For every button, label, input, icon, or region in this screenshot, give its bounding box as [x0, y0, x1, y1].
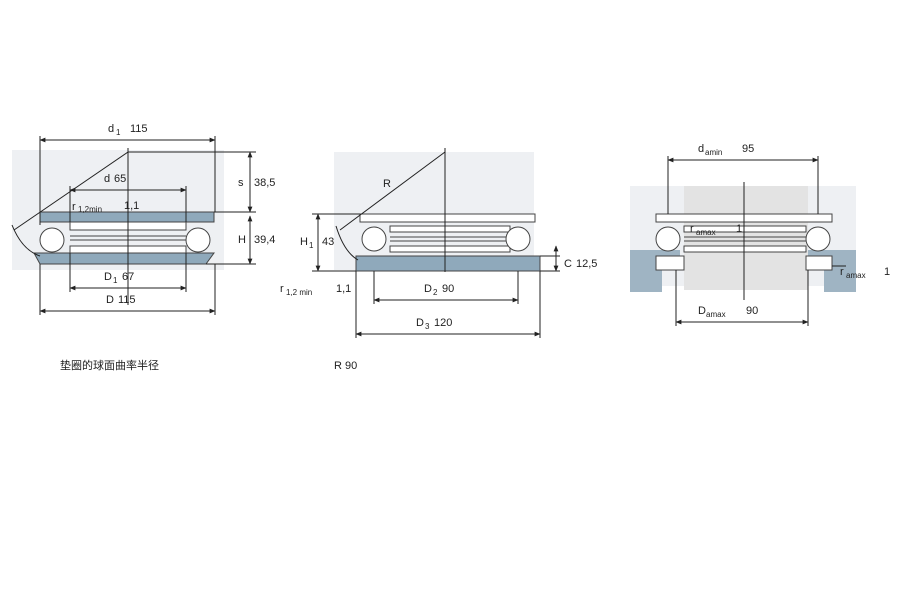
middle-seat-ring: [355, 255, 541, 272]
right-da-sub: amin: [705, 148, 722, 157]
middle-r-sub: 1,2 min: [286, 288, 312, 297]
middle-H1-sub: 1: [309, 241, 314, 250]
middle-D2-label: D: [424, 283, 432, 295]
right-ra2-value: 1: [884, 266, 890, 278]
middle-D3-sub: 3: [425, 322, 430, 331]
middle-D3-value: 120: [434, 317, 452, 329]
left-sphere-arc: [11, 224, 41, 257]
right-washer-inner: [683, 225, 807, 233]
middle-washer-inner: [389, 225, 511, 233]
right-ball-right: [805, 226, 831, 252]
middle-shaft-washer: [359, 213, 536, 223]
left-D-label: D: [106, 294, 114, 306]
right-da-value: 95: [742, 143, 754, 155]
middle-radius-line: [339, 151, 446, 231]
left-view: d 1 115 d 65 r 1,2min 1,1 s 38,5 H 39,4 …: [11, 123, 275, 372]
right-ball-left: [655, 226, 681, 252]
left-r-value: 1,1: [124, 200, 139, 212]
left-r-label: r: [72, 201, 76, 213]
left-d1-label: d: [108, 123, 114, 135]
middle-D2-value: 90: [442, 283, 454, 295]
middle-r-label: r: [280, 283, 284, 295]
left-H-label: H: [238, 234, 246, 246]
middle-C-value: 12,5: [576, 258, 597, 270]
right-ra2-sub: amax: [846, 271, 866, 280]
right-seat-right: [805, 255, 833, 271]
middle-C-label: C: [564, 258, 572, 270]
left-r-sub: 1,2min: [78, 205, 102, 214]
middle-view: R H 1 43 C 12,5 r 1,2 min 1,1 D 2 90 D 3…: [280, 148, 597, 372]
middle-ball-left: [361, 226, 387, 252]
right-Da-label: D: [698, 305, 706, 317]
right-ra2-label: r: [840, 266, 844, 278]
middle-D2-sub: 2: [433, 288, 438, 297]
middle-housing-washer: [389, 245, 511, 253]
left-s-label: s: [238, 177, 244, 189]
middle-R-label: R: [383, 178, 391, 190]
left-D-value: 115: [118, 294, 136, 306]
middle-ball-right: [505, 226, 531, 252]
middle-H1-label: H: [300, 236, 308, 248]
middle-r-value: 1,1: [336, 283, 351, 295]
left-D1-value: 67: [122, 271, 134, 283]
right-shaft: [684, 186, 808, 290]
right-seat-left: [655, 255, 685, 271]
middle-sphere-arc: [335, 225, 359, 261]
left-d1-value: 115: [130, 123, 148, 135]
left-D1-label: D: [104, 271, 112, 283]
middle-H1-value: 43: [322, 236, 334, 248]
left-d1-sub: 1: [116, 128, 121, 137]
left-ball-left: [39, 227, 65, 253]
left-s-value: 38,5: [254, 177, 275, 189]
left-d-value: 65: [114, 173, 126, 185]
right-da-label: d: [698, 143, 704, 155]
middle-D3-label: D: [416, 317, 424, 329]
left-ball-right: [185, 227, 211, 253]
left-seat-washer: [33, 252, 215, 265]
left-caption: 垫圈的球面曲率半径: [60, 358, 159, 372]
left-H-value: 39,4: [254, 234, 275, 246]
right-housing-washer: [683, 245, 807, 253]
left-housing-washer-top: [39, 211, 215, 223]
right-Da-sub: amax: [706, 310, 726, 319]
right-Da-value: 90: [746, 305, 758, 317]
right-view: d amin 95 r amax 1 r amax 1 D amax 90: [630, 143, 890, 326]
right-ra-label: r: [690, 223, 694, 235]
middle-caption: R 90: [334, 360, 357, 372]
left-D1-sub: 1: [113, 276, 118, 285]
right-ra-sub: amax: [696, 228, 716, 237]
left-d-label: d: [104, 173, 110, 185]
right-ra-value: 1: [736, 223, 742, 235]
